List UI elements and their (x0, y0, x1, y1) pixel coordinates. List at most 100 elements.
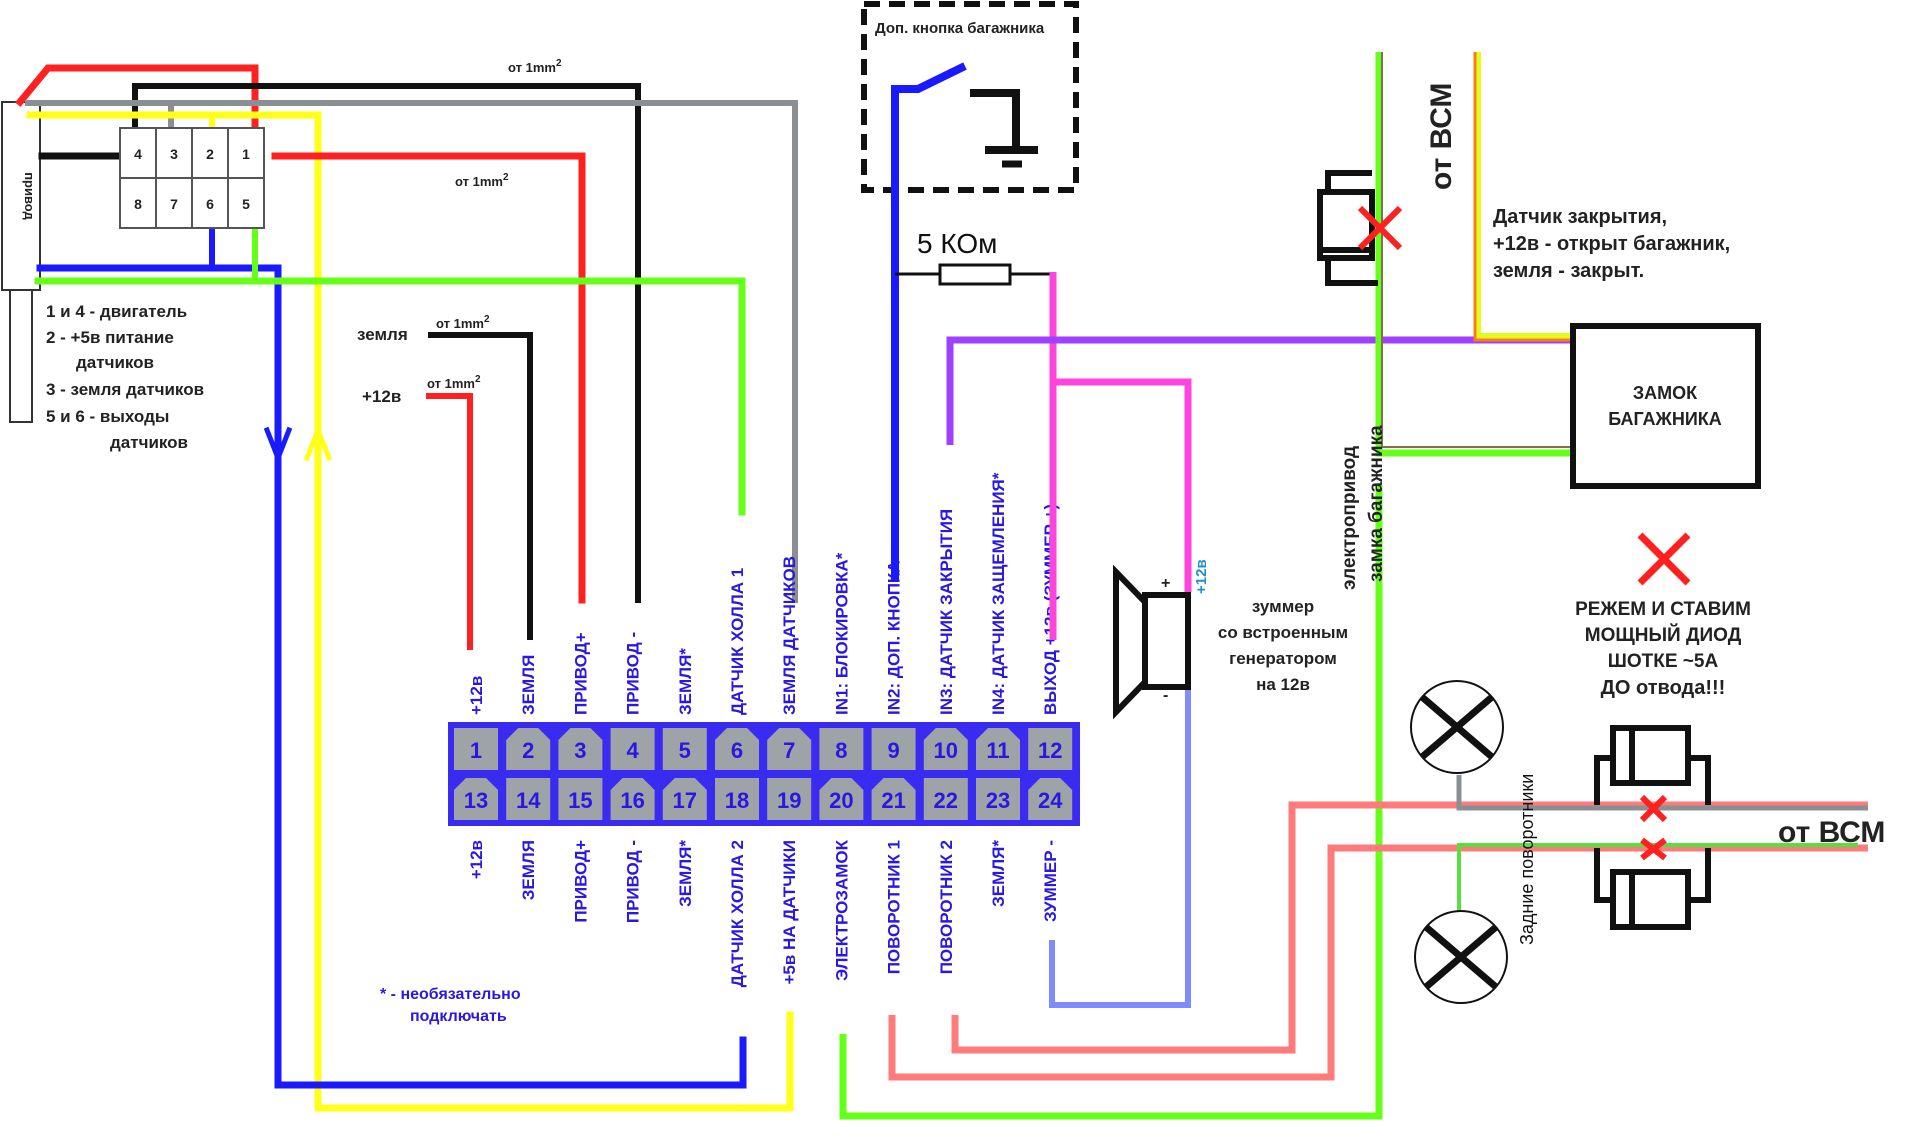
wire-purple-sensor (946, 336, 1575, 445)
diode-lead (1325, 258, 1378, 286)
legend-line: 5 и 6 - выходы (46, 407, 169, 426)
schottky-diode-icon (1594, 848, 1711, 930)
buzzer-horn (1113, 564, 1148, 720)
connector-pin-number: 2 (522, 738, 534, 763)
pin-label-top: ЗЕМЛЯ* (676, 648, 695, 715)
pin-label-bottom: ДАТЧИК ХОЛЛА 2 (728, 840, 747, 987)
wire-green-lock (1375, 52, 1570, 457)
buzzer-desc: генератором (1229, 649, 1337, 668)
pin-label-top: ЗЕМЛЯ (519, 655, 538, 715)
pin-label-top: IN2: ДОП. КНОПКА (885, 560, 904, 715)
buzzer-supply-label: +12в (1193, 559, 1210, 594)
extra-button-box: Доп. кнопка багажника (861, 1, 1079, 580)
diode-note-line: ШОТКЕ ~5А (1608, 651, 1719, 672)
resistor-body (938, 263, 1012, 286)
wire-green-bcm (1457, 843, 1858, 915)
wire-gray-bcm (1456, 775, 1868, 811)
connector-pin-number: 19 (777, 788, 801, 813)
drive-pin-cell (191, 177, 229, 229)
legend-line: 1 и 4 - двигатель (46, 302, 187, 321)
arrow-down-icon (263, 426, 293, 465)
wire-note-sup: 2 (503, 172, 509, 183)
lamp-icon (1414, 910, 1508, 1004)
lock-wires (839, 52, 1570, 1120)
trunk-lock-title: ЗАМОК (1633, 383, 1698, 403)
drive-label: привод (22, 172, 37, 220)
drive-unit: привод (1, 101, 41, 423)
footnote-line: подключать (410, 1008, 507, 1025)
connector-pin (767, 778, 812, 820)
wire-green-electrolock (839, 485, 1383, 1120)
connector-pin (558, 778, 603, 820)
drive-wires (15, 64, 798, 1112)
connector-pin (871, 728, 916, 770)
pin-label-bottom: +12в (467, 840, 486, 879)
connector-pin-number: 14 (516, 788, 541, 813)
connector-pin (610, 728, 655, 770)
wire-black-top (132, 83, 641, 603)
drive-shaft (9, 289, 33, 423)
connector-pin-number: 20 (829, 788, 853, 813)
connector-pin-number: 7 (783, 738, 795, 763)
pin-label-top: IN4: ДАТЧИК ЗАЩЕМЛЕНИЯ* (989, 472, 1008, 715)
trunk-lock-box: ЗАМОК БАГАЖНИКА (1570, 323, 1761, 489)
pin-label-bottom: ЗУММЕР - (1041, 840, 1060, 922)
wire-ground (428, 332, 533, 640)
connector-pin (923, 728, 968, 770)
connector-body (448, 722, 1080, 826)
connector-pin-number: 8 (835, 738, 847, 763)
button-box-title: Доп. кнопка багажника (875, 20, 1045, 37)
connector-pin-number: 23 (986, 788, 1010, 813)
svg-text:от 1mm2: от 1mm2 (436, 314, 490, 331)
wire-note-sup: 2 (484, 314, 490, 325)
pin-label-top: IN3: ДАТЧИК ЗАКРЫТИЯ (937, 509, 956, 715)
footnote: * - необязательно подключать (380, 986, 521, 1025)
connector-pin-number: 17 (673, 788, 697, 813)
connector-pin-number: 13 (464, 788, 488, 813)
connector-pin (715, 728, 759, 770)
buzzer-desc: зуммер (1252, 597, 1314, 616)
drive-pin-number: 4 (134, 146, 142, 162)
lock-sensor-note: Датчик закрытия, +12в - открыт багажник,… (1493, 206, 1730, 282)
cut-cross-icon (1637, 532, 1691, 586)
actuator-label-line: электропривод (1339, 446, 1360, 590)
drive-pin-cell (119, 177, 157, 229)
sensor-note-line: земля - закрыт. (1493, 260, 1644, 282)
connector-pin-number: 15 (568, 788, 592, 813)
buzzer-desc: со встроенным (1218, 623, 1348, 642)
svg-text:от 1mm2: от 1mm2 (455, 172, 509, 189)
pin-label-bottom: +5в НА ДАТЧИКИ (780, 840, 799, 985)
connector-pin (506, 778, 551, 820)
buzzer-icon: + - +12в зуммер со встроенным генераторо… (1113, 559, 1348, 720)
ground-symbol-icon (970, 89, 1020, 148)
wire-gray-top (25, 100, 798, 603)
connector-pin-number: 21 (881, 788, 905, 813)
pin-label-top: ЗЕМЛЯ ДАТЧИКОВ (780, 556, 799, 715)
trunk-lock-body (1570, 323, 1761, 489)
buzzer-wires (946, 272, 1575, 1008)
turn-signal-wires (888, 775, 1868, 1081)
wire-notes: от 1mm2 от 1mm2 от 1mm2 от 1mm2 земля +1… (357, 58, 562, 406)
wire-yellow-sensor (1475, 52, 1570, 339)
sensor-note-line: Датчик закрытия, (1493, 206, 1667, 228)
connector-pin (662, 778, 707, 820)
connector-pin (819, 728, 864, 770)
drive-pin-number: 7 (170, 196, 178, 212)
sensor-note-line: +12в - открыт багажник, (1493, 233, 1730, 255)
resistor-label: 5 КОм (917, 228, 997, 259)
drive-pin-number: 8 (134, 196, 142, 212)
connector-pin-number: 22 (934, 788, 958, 813)
connector-pin (662, 728, 707, 770)
cut-cross-icon (1357, 205, 1403, 251)
actuator-diode-icon (1317, 170, 1403, 286)
diode-note-line: ДО отвода!!! (1601, 677, 1726, 699)
wire-magenta-buzzer (1053, 378, 1192, 592)
connector-pin-number: 12 (1038, 738, 1062, 763)
pin-label-top: +12в (467, 676, 486, 715)
wire-note: от 1mm (455, 174, 503, 189)
pin-label-bottom: ЭЛЕКТРОЗАМОК (832, 839, 851, 981)
legend-line: датчиков (110, 433, 188, 452)
